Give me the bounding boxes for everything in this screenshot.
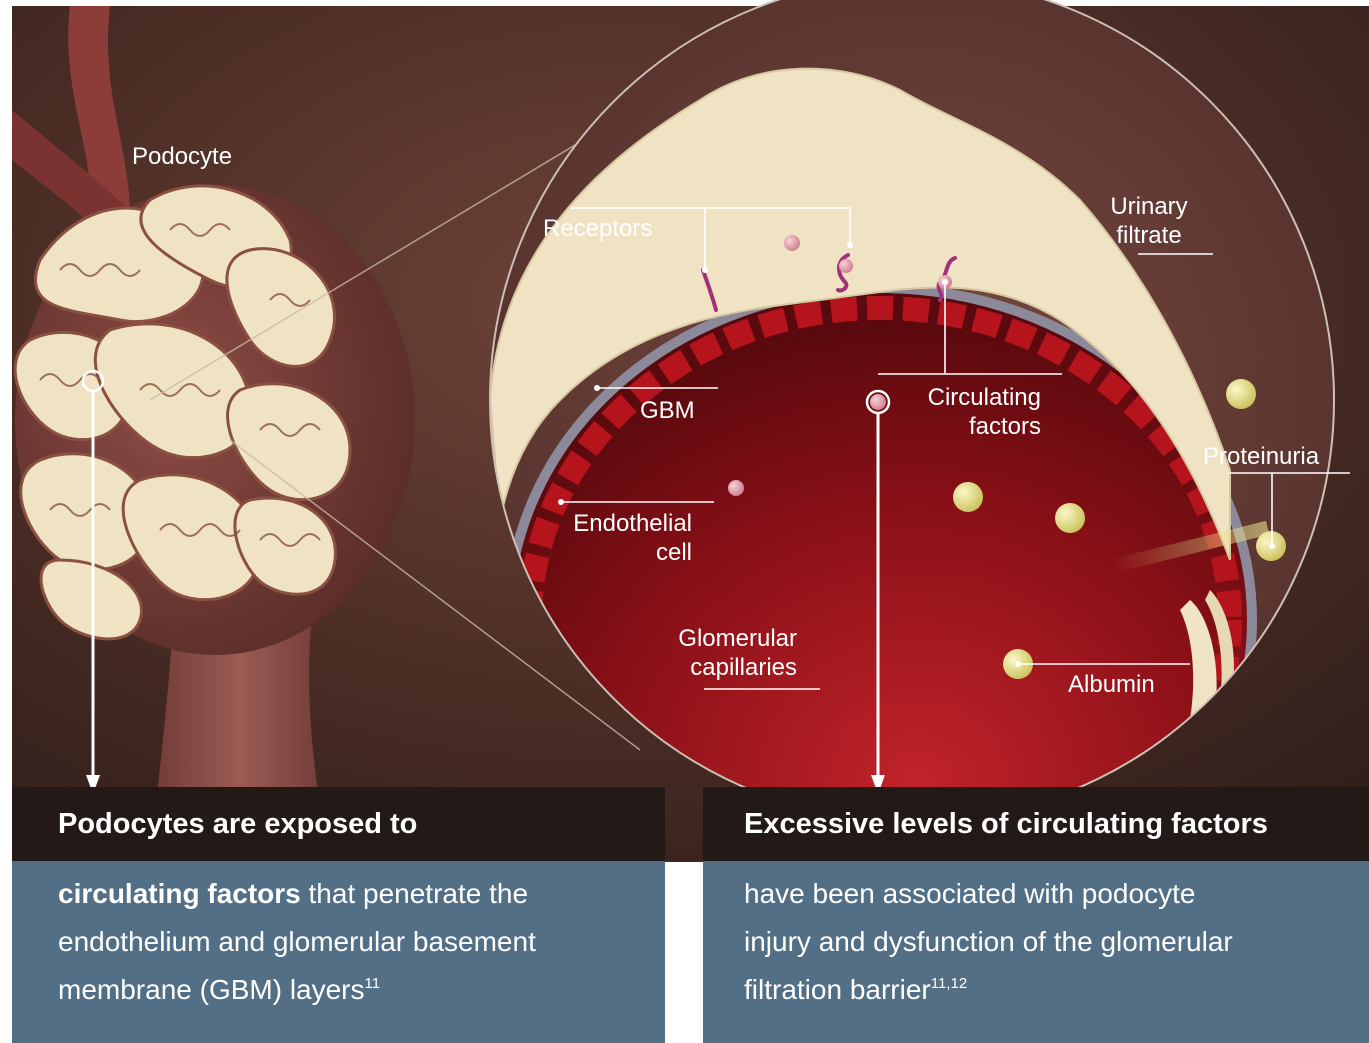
label-circulating-factors-line2: factors <box>905 412 1041 441</box>
label-urinary-filtrate-line1: Urinary <box>1100 192 1198 221</box>
label-endothelial-cell-line1: Endothelial <box>550 509 692 538</box>
label-glomerular-capillaries-line2: capillaries <box>655 653 797 682</box>
left-panel-heading: Podocytes are exposed to <box>12 787 665 861</box>
right-panel-body: have been associated with podocyte injur… <box>703 861 1369 1043</box>
label-urinary-filtrate: Urinary filtrate <box>1100 192 1198 250</box>
right-panel-reference: 11,12 <box>931 975 967 992</box>
label-glomerular-capillaries-line1: Glomerular <box>655 624 797 653</box>
left-panel-body-bold: circulating factors <box>58 878 301 909</box>
label-podocyte: Podocyte <box>132 142 232 171</box>
label-albumin: Albumin <box>1068 670 1155 699</box>
factor-dot <box>839 259 853 273</box>
factor-dot <box>728 480 744 496</box>
right-panel-heading: Excessive levels of circulating factors <box>703 787 1369 861</box>
label-glomerular-capillaries: Glomerular capillaries <box>655 624 797 682</box>
label-proteinuria: Proteinuria <box>1203 442 1319 471</box>
factor-dot <box>870 394 886 410</box>
label-urinary-filtrate-line2: filtrate <box>1100 221 1198 250</box>
label-circulating-factors: Circulating factors <box>905 383 1041 441</box>
left-panel-reference: 11 <box>365 975 381 992</box>
left-panel-body: circulating factors that penetrate the e… <box>12 861 665 1043</box>
albumin-dot <box>1226 379 1256 409</box>
albumin-dot <box>953 482 983 512</box>
label-receptors: Receptors <box>543 214 652 243</box>
label-circulating-factors-line1: Circulating <box>905 383 1041 412</box>
albumin-dot <box>1055 503 1085 533</box>
right-panel-body-text: have been associated with podocyte injur… <box>744 878 1233 1005</box>
label-endothelial-cell-line2: cell <box>550 538 692 567</box>
label-gbm: GBM <box>640 396 695 425</box>
label-endothelial-cell: Endothelial cell <box>550 509 692 567</box>
factor-dot <box>784 235 800 251</box>
